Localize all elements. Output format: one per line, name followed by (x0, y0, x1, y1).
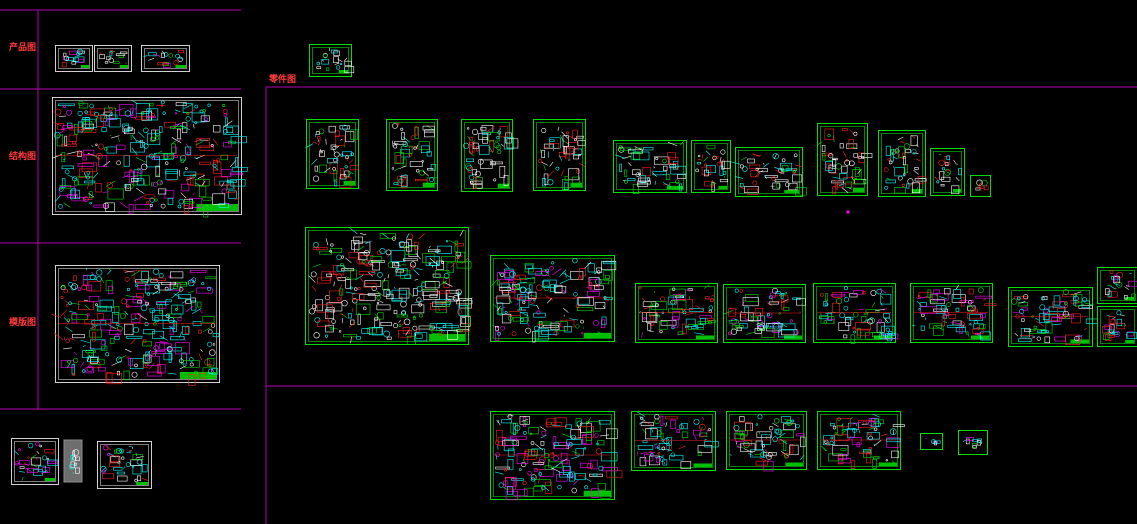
drawing-sheet-6[interactable] (51, 265, 220, 386)
drawing-sheets (11, 44, 1137, 501)
row-label-product: 产品图 (9, 43, 37, 53)
drawing-sheet-5[interactable] (52, 97, 248, 218)
drawing-sheet-20[interactable] (970, 175, 991, 197)
drawing-sheet-15[interactable] (691, 140, 731, 193)
drawing-sheet-10[interactable] (305, 119, 359, 189)
drawing-sheet-9[interactable] (97, 441, 152, 489)
drawing-sheet-13[interactable] (533, 119, 586, 191)
drawing-sheet-30[interactable] (490, 411, 623, 501)
drawing-sheet-25[interactable] (813, 283, 899, 344)
drawing-sheet-28[interactable] (1097, 267, 1137, 304)
drawing-sheet-8[interactable] (63, 439, 83, 483)
drawing-sheet-24[interactable] (723, 284, 806, 343)
drawing-sheet-12[interactable] (461, 119, 519, 192)
drawing-sheet-1[interactable] (55, 45, 93, 72)
drawing-sheet-16[interactable] (730, 147, 807, 197)
drawing-sheet-27[interactable] (1008, 287, 1098, 347)
drawing-sheet-2[interactable] (94, 45, 132, 72)
drawing-sheet-18[interactable] (878, 130, 927, 197)
drawing-sheet-29[interactable] (1097, 306, 1137, 347)
section-label-parts: 零件图 (269, 75, 297, 85)
drawing-sheet-26[interactable] (910, 283, 997, 343)
drawing-sheet-34[interactable] (920, 433, 943, 450)
drawing-sheet-21[interactable] (305, 227, 473, 345)
drawing-sheet-33[interactable] (817, 411, 905, 470)
drawing-sheet-17[interactable] (817, 123, 873, 196)
drawing-sheet-4[interactable] (309, 44, 355, 77)
drawing-sheet-23[interactable] (635, 283, 718, 343)
drawing-sheet-19[interactable] (930, 148, 965, 196)
row-label-structure: 结构图 (9, 152, 37, 162)
drawing-sheet-3[interactable] (141, 45, 190, 72)
drawing-sheet-22[interactable] (490, 255, 617, 343)
drawing-sheet-11[interactable] (386, 119, 439, 191)
drawing-sheet-35[interactable] (958, 430, 988, 455)
drawing-sheet-31[interactable] (631, 411, 719, 471)
stray-point (846, 210, 850, 214)
drawing-sheet-7[interactable] (11, 438, 59, 485)
drawing-sheet-32[interactable] (726, 411, 807, 472)
drawing-sheet-14[interactable] (613, 140, 687, 195)
section-borders (0, 9, 1137, 524)
row-label-mold-plate: 模版图 (9, 318, 37, 328)
